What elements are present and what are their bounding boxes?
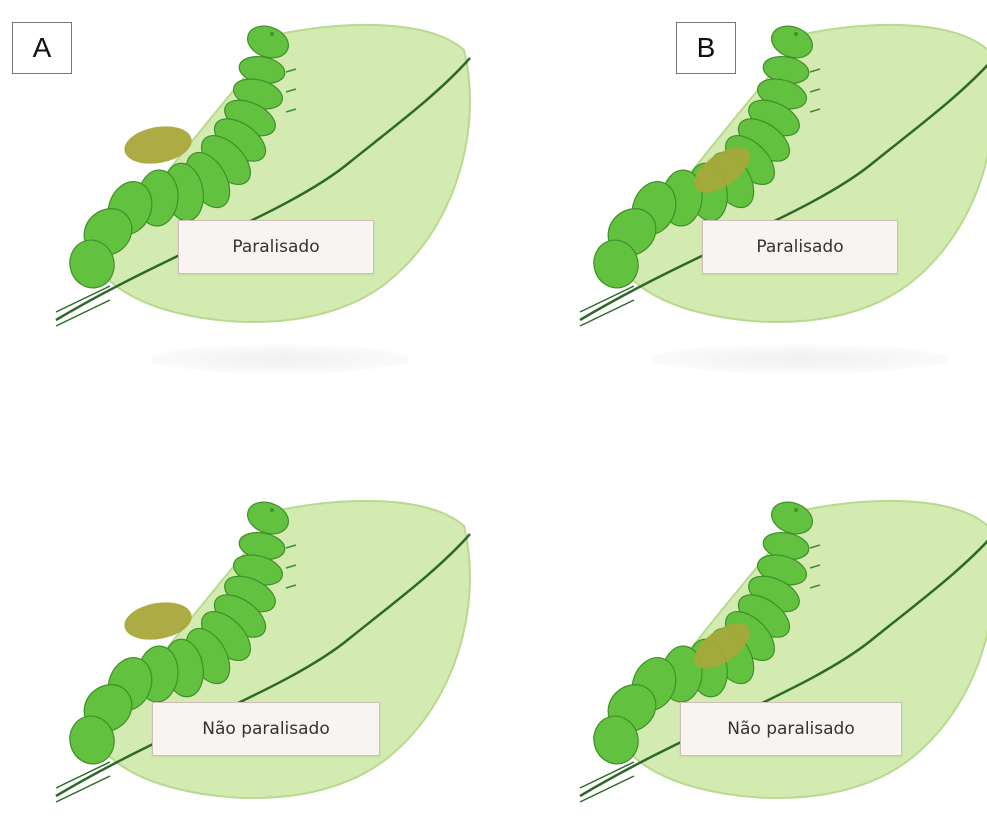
leaf-stem: [580, 286, 634, 326]
panel-a-not-paralyzed: Não paralisado: [50, 488, 490, 828]
shadow: [650, 345, 950, 373]
caterpillar-eye: [270, 508, 274, 512]
leaf-stem: [56, 286, 110, 326]
state-label: Paralisado: [702, 220, 898, 274]
state-label: Não paralisado: [680, 702, 902, 756]
caterpillar-eye: [794, 508, 798, 512]
panel-b-paralyzed: Paralisado: [574, 12, 987, 352]
panel-a-paralyzed: Paralisado: [50, 12, 490, 352]
state-label: Paralisado: [178, 220, 374, 274]
leaf-caterpillar-illustration: [50, 488, 490, 828]
leaf-stem: [580, 762, 634, 802]
leaf-caterpillar-illustration: [574, 488, 987, 828]
leaf-caterpillar-illustration: [50, 12, 490, 352]
caterpillar-eye: [794, 32, 798, 36]
shadow: [150, 345, 410, 373]
panel-b-not-paralyzed: Não paralisado: [574, 488, 987, 828]
leaf-caterpillar-illustration: [574, 12, 987, 352]
leaf-stem: [56, 762, 110, 802]
caterpillar-eye: [270, 32, 274, 36]
state-label: Não paralisado: [152, 702, 380, 756]
